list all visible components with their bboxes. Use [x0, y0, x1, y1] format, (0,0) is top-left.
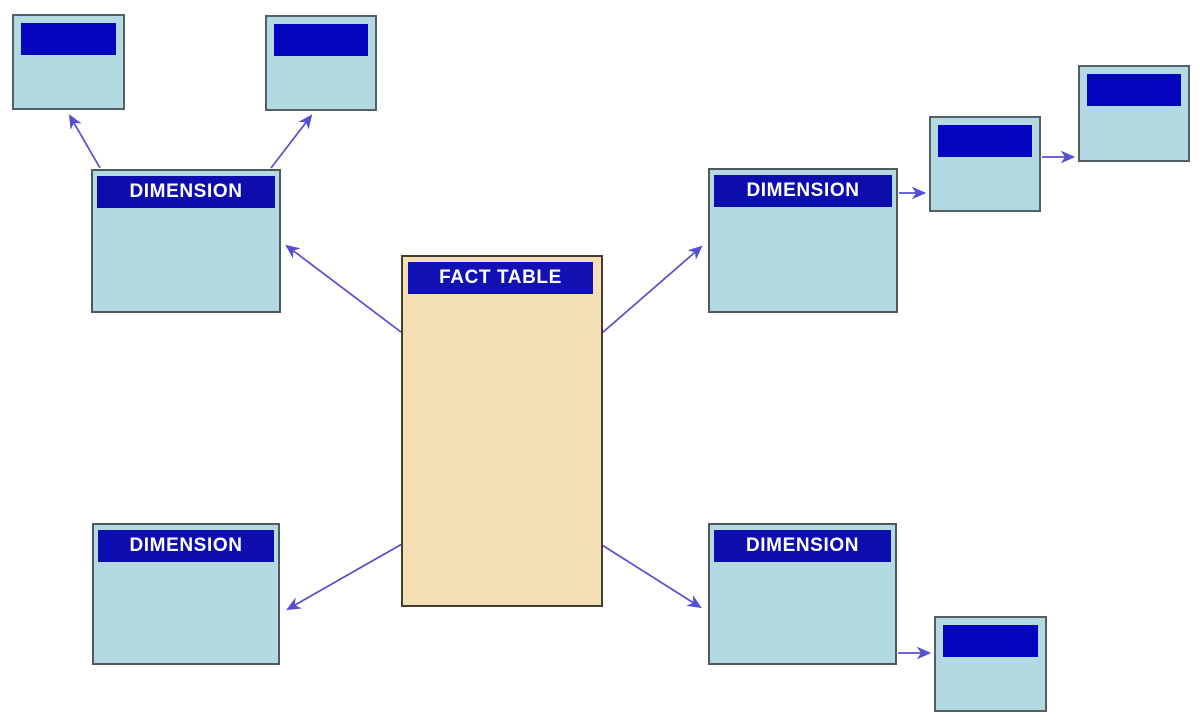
fact-table-header: FACT TABLE: [408, 262, 593, 294]
edge-dimension-top-left-to-sub-a: [68, 114, 101, 169]
fact-table-node: FACT TABLE: [401, 255, 603, 607]
edge-fact-to-dimension-top-left: [285, 244, 402, 333]
dimension-header: DIMENSION: [97, 176, 275, 208]
edge-fact-to-dimension-bottom-right: [601, 544, 702, 609]
subdimension-node-top-left-b: [265, 15, 377, 111]
dimension-header: DIMENSION: [98, 530, 274, 562]
dimension-node-right: DIMENSION: [708, 168, 898, 313]
edge-fact-to-dimension-right: [601, 245, 703, 334]
dimension-node-bottom-right: DIMENSION: [708, 523, 897, 665]
dimension-node-bottom-left: DIMENSION: [92, 523, 280, 665]
subdimension-node-bottom-right-level2: [934, 616, 1047, 712]
subdimension-header: [943, 625, 1038, 657]
subdimension-header: [21, 23, 116, 55]
subdimension-header: [274, 24, 368, 56]
dimension-node-top-left: DIMENSION: [91, 169, 281, 313]
subdimension-node-top-left-a: [12, 14, 125, 110]
subdimension-node-right-level3: [1078, 65, 1190, 162]
edge-fact-to-dimension-bottom-left: [286, 543, 403, 611]
subdimension-node-right-level2: [929, 116, 1041, 212]
subdimension-header: [1087, 74, 1181, 106]
dimension-header: DIMENSION: [714, 530, 891, 562]
subdimension-header: [938, 125, 1032, 157]
edge-dimension-top-left-to-sub-b: [270, 114, 313, 169]
dimension-header: DIMENSION: [714, 175, 892, 207]
